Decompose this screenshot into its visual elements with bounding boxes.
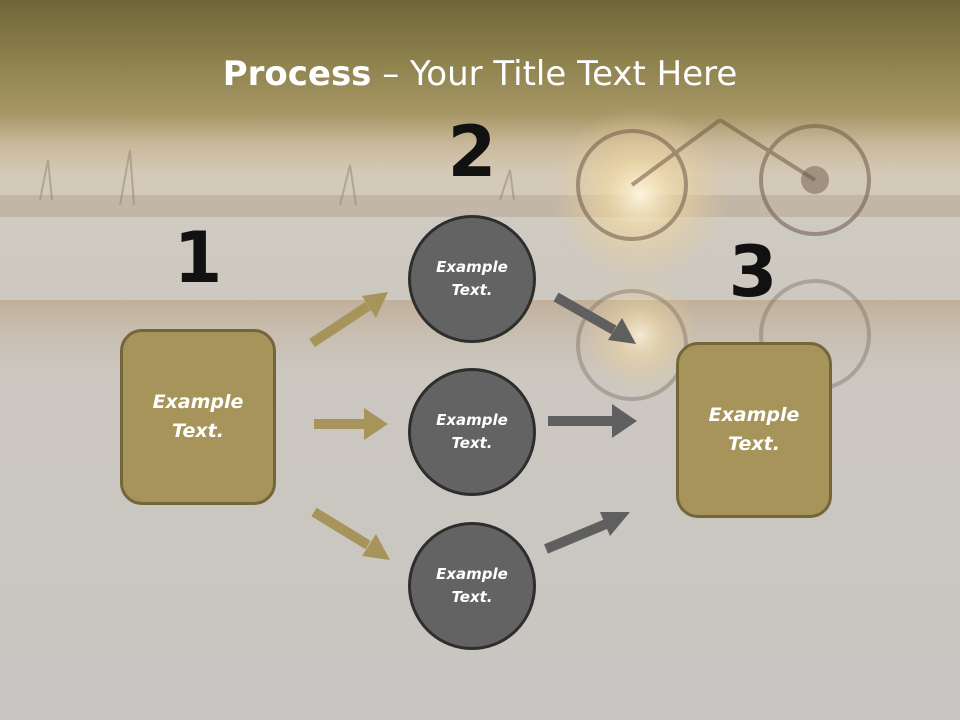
step-number-1: 1	[173, 217, 223, 299]
circle-bottom-text: Example Text.	[436, 565, 508, 606]
circle-top-text: Example Text.	[436, 258, 508, 299]
title-bold: Process	[222, 54, 372, 94]
circle-middle[interactable]: Example Text.	[408, 368, 536, 496]
left-box[interactable]: Example Text.	[120, 329, 276, 505]
circle-bottom[interactable]: Example Text.	[408, 522, 536, 650]
circle-top[interactable]: Example Text.	[408, 215, 536, 343]
circle-middle-text: Example Text.	[436, 411, 508, 452]
title-rest: – Your Title Text Here	[371, 54, 738, 94]
right-box-text: Example Text.	[708, 404, 800, 455]
left-box-text: Example Text.	[152, 391, 244, 442]
step-number-2: 2	[447, 111, 497, 193]
step-number-3: 3	[728, 231, 778, 313]
page-title: Process – Your Title Text Here	[0, 52, 960, 96]
right-box[interactable]: Example Text.	[676, 342, 832, 518]
